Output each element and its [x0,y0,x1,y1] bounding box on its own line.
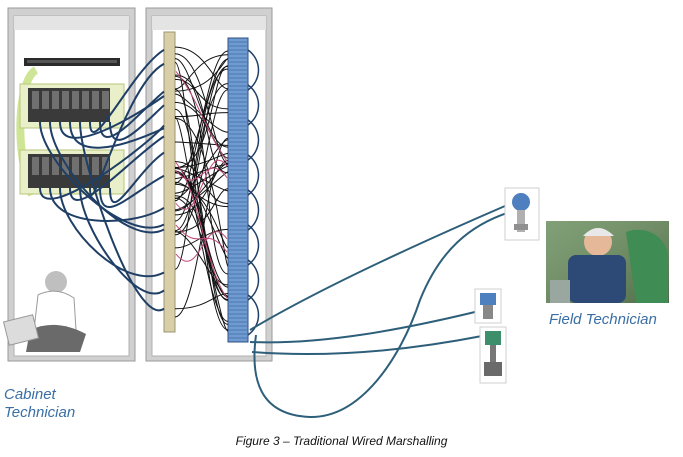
field-technician-label: Field Technician [549,311,657,328]
cable [174,117,229,267]
figure-caption: Figure 3 – Traditional Wired Marshalling [235,434,448,448]
cable [175,167,228,181]
cable [174,163,229,180]
cable [174,171,229,211]
field-cables [249,205,511,419]
cabinet-technician-label: Cabinet Technician [4,386,75,422]
cable [175,231,228,262]
cable [109,104,165,141]
cable [99,174,165,209]
cable [174,54,229,90]
cable [174,53,229,165]
cable [174,188,229,233]
cable [39,121,165,229]
cable [174,61,229,300]
cabinet-label-line1: Cabinet [4,386,56,403]
cable [174,88,229,331]
io-card-icon [19,83,125,129]
cable [49,187,165,222]
cable [175,162,228,299]
cable [59,187,165,278]
cable [69,121,165,149]
cable [175,224,228,253]
technician-photo [546,221,669,303]
cable [174,197,229,332]
flow-transmitter-icon [474,288,502,324]
marshalling-cabinet [145,7,273,362]
cable [175,159,228,210]
cable [174,139,229,200]
cable [79,187,165,295]
pressure-transmitter-icon [504,187,540,241]
cable [174,65,229,169]
cable [89,62,165,196]
cable [175,71,228,162]
terminal-strip [163,31,176,333]
cable [99,90,165,138]
cable [174,46,229,90]
cable [247,294,260,336]
control-valve-icon [479,326,507,384]
cable [174,58,229,184]
cable-bundle [39,46,260,336]
terminal-block [227,37,249,343]
cable [174,83,229,270]
cable [49,121,165,234]
cable [109,151,165,204]
controller-rack-icon [24,58,120,66]
cabinet-label-line2: Technician [4,404,76,421]
cable [174,58,229,148]
cable [79,121,165,312]
cable [174,141,229,146]
cable [174,68,229,222]
cable [174,183,229,249]
cabinet-technician-figure [2,271,86,352]
cable [174,93,229,133]
cable [69,135,165,201]
cable [39,124,165,200]
cable [89,48,165,133]
